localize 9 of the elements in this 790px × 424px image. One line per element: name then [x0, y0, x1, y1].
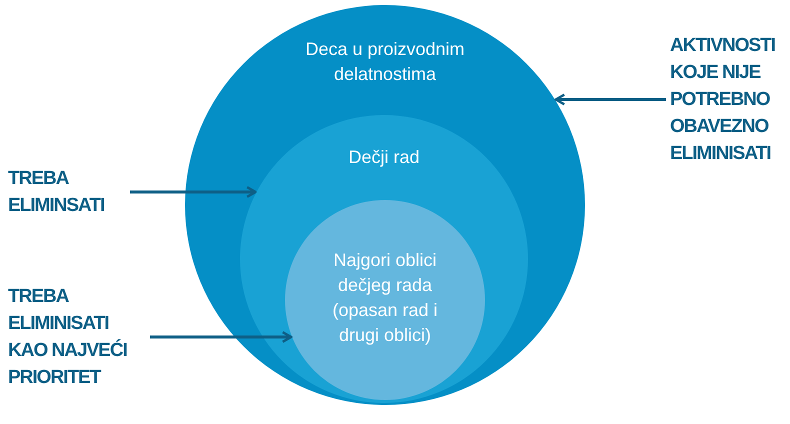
arrow	[554, 94, 666, 106]
region-label: Deca u proizvodnim delatnostima	[304, 38, 466, 86]
region-label: Najgori oblici dečjeg rada (opasan rad i drugi oblici)	[331, 249, 439, 347]
callout-text: AKTIVNOSTI KOJE NIJE POTREBNO OBAVEZNO ELIMINISATI	[670, 32, 788, 167]
region-label: Dečji rad	[347, 146, 421, 169]
arrow	[130, 186, 257, 198]
callout-text: TREBA ELIMINSATI	[8, 165, 128, 219]
callout-text: TREBA ELIMINISATI KAO NAJVEĆI PRIORITET	[8, 283, 148, 391]
arrow	[150, 331, 292, 343]
